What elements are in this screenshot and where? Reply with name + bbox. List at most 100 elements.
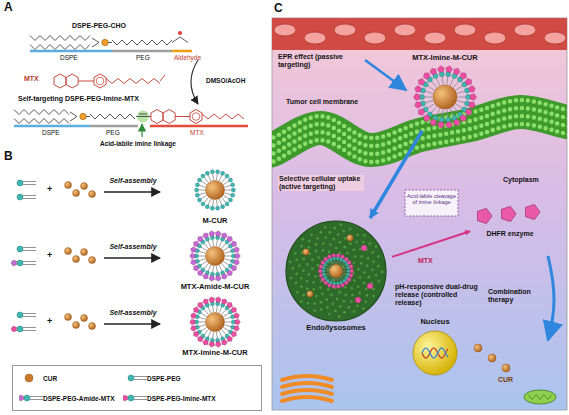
legend-item: DSPE-PEG-Imine-MTX — [123, 392, 216, 404]
assembly-arrow — [104, 257, 160, 258]
lipid-tail — [219, 265, 222, 271]
lipid-tail — [225, 259, 232, 261]
dhfr-shape — [478, 208, 492, 223]
node-text-group: MTX-Amide-M-CUR — [181, 283, 250, 292]
process-label: Self-assembly — [100, 309, 166, 317]
lipid-tail — [199, 185, 206, 187]
cur-particle — [65, 182, 72, 189]
endosome-texture — [337, 233, 340, 236]
region-label: Tumor cell membrane — [286, 98, 358, 106]
endosome-texture — [350, 287, 353, 290]
endosome-texture — [355, 241, 358, 244]
endosome-texture — [329, 243, 332, 246]
micelle-node: MTX-Amide-M-CUR — [170, 229, 260, 292]
node-text-group: MTX-Imine-M-CUR — [412, 54, 477, 63]
assembly-arrow — [104, 323, 160, 324]
lipid-tail — [199, 259, 206, 261]
mtx-tip — [234, 247, 240, 252]
lipid-tail — [198, 322, 205, 323]
peg-chain — [112, 40, 172, 45]
lipid-tail — [225, 317, 232, 319]
lipid-tail — [450, 108, 454, 116]
mtx-tip — [11, 260, 16, 266]
enzyme-group: DHFR enzyme — [470, 198, 550, 238]
red-blood-cell — [544, 32, 566, 44]
dna-strand — [422, 348, 448, 358]
lipid-head — [210, 170, 214, 174]
mtx-tip — [235, 319, 240, 325]
lipid-head — [128, 395, 134, 401]
assembly-arrow — [104, 191, 160, 192]
mtx-tip — [198, 303, 204, 309]
mtx-tip — [344, 257, 348, 261]
mtx-tip — [319, 273, 323, 277]
dhfr-shape — [502, 206, 516, 221]
endosome-texture — [307, 302, 310, 305]
golgi-stack — [282, 390, 332, 394]
endosome-texture — [316, 237, 319, 240]
lipid-head — [231, 320, 235, 324]
endosome-texture — [343, 311, 346, 314]
mtx-tip — [418, 108, 425, 115]
mtx-tip — [215, 231, 221, 237]
endosome-texture — [307, 246, 310, 249]
endosome-texture — [335, 247, 338, 250]
segment-label: PEG — [136, 54, 150, 61]
lipid-head — [195, 320, 199, 324]
node-shape — [280, 218, 392, 324]
mtx-tip — [198, 237, 204, 243]
lipid-tail — [208, 175, 211, 181]
endosome-texture — [339, 305, 342, 308]
segment-bar — [150, 125, 248, 128]
mtx-tip — [349, 273, 353, 277]
lipid-tail — [134, 396, 147, 397]
linkage-note: Acid-labile imine linkage — [100, 140, 176, 147]
mtx-tip — [190, 253, 195, 259]
lipid-head — [17, 180, 23, 186]
mtx-tip — [209, 276, 215, 282]
mtx-tip — [222, 299, 228, 305]
mtx-tip — [350, 269, 354, 273]
benzene-ring — [190, 110, 202, 124]
segment-label: DSPE — [42, 129, 60, 136]
endosome-body — [286, 221, 386, 321]
mtx-tip — [203, 233, 209, 239]
lipid-tail — [23, 316, 36, 317]
mtx-tip — [194, 265, 200, 271]
lipid-tail — [223, 313, 229, 317]
red-blood-cell — [424, 32, 446, 44]
lipid-head — [24, 395, 30, 401]
micelle-core — [205, 180, 224, 199]
blood-vessel — [272, 18, 567, 50]
lipid-tail — [453, 106, 459, 112]
legend-swatch — [25, 374, 33, 382]
mtx-tip — [234, 260, 240, 265]
lipid-tail — [222, 330, 226, 335]
phosphate-head — [102, 39, 108, 45]
mtx-tip — [438, 121, 445, 128]
lipid-tail — [208, 199, 211, 205]
mtx-tip — [460, 114, 467, 121]
mtx-tip — [340, 283, 344, 287]
endosome-texture — [298, 264, 301, 267]
lipid-head — [201, 174, 205, 178]
glutamate-chain — [106, 79, 160, 84]
panel-letter: B — [4, 150, 13, 164]
lipid-tail — [134, 379, 147, 380]
endosome-texture — [302, 269, 305, 272]
endosome-texture — [300, 300, 303, 303]
mtx-tip — [415, 102, 422, 108]
endosome-texture — [319, 286, 322, 289]
endosome-texture — [332, 238, 335, 241]
micelle-node: MTX-Imine-M-CUR — [170, 295, 260, 358]
lipid-tail — [222, 309, 226, 314]
mtx-tip — [227, 270, 233, 276]
lipid-tail — [23, 198, 36, 199]
cur-particle — [73, 190, 80, 197]
lipid-tail — [198, 256, 205, 257]
lipid-tail — [457, 91, 465, 93]
mtx-tip — [209, 231, 215, 237]
endosome-texture — [356, 304, 359, 307]
mtx-tip — [231, 265, 237, 271]
red-blood-cell — [364, 32, 386, 44]
